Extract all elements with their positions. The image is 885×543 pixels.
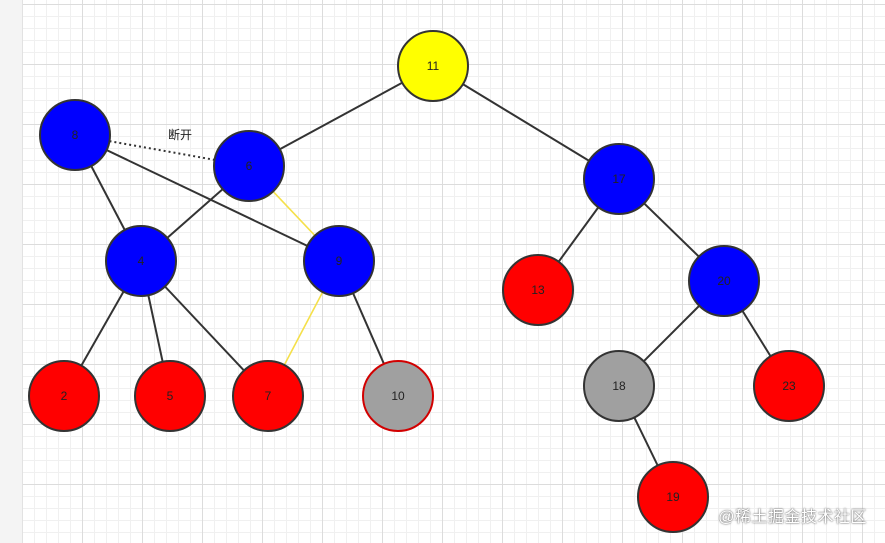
tree-node-6: 6 (213, 130, 285, 202)
edge-n8-n9 (74, 134, 340, 262)
node-circle-17 (583, 143, 655, 215)
node-circle-11 (397, 30, 469, 102)
edge-n11-n17 (432, 65, 620, 180)
node-label-17: 17 (612, 172, 626, 186)
tree-node-2: 2 (28, 360, 100, 432)
node-circle-9 (303, 225, 375, 297)
node-label-5: 5 (167, 389, 174, 403)
node-circle-13 (502, 254, 574, 326)
node-circle-23 (753, 350, 825, 422)
tree-node-10: 10 (362, 360, 434, 432)
node-circle-10 (362, 360, 434, 432)
node-circle-8 (39, 99, 111, 171)
node-label-8: 8 (72, 128, 79, 142)
tree-node-8: 8 (39, 99, 111, 171)
tree-node-20: 20 (688, 245, 760, 317)
tree-node-4: 4 (105, 225, 177, 297)
node-circle-4 (105, 225, 177, 297)
node-label-11: 11 (427, 59, 440, 73)
node-circle-20 (688, 245, 760, 317)
node-label-2: 2 (61, 389, 68, 403)
tree-node-18: 18 (583, 350, 655, 422)
watermark: @稀土掘金技术社区 (718, 509, 867, 526)
tree-node-9: 9 (303, 225, 375, 297)
tree-node-7: 7 (232, 360, 304, 432)
tree-node-11: 11 (397, 30, 469, 102)
node-circle-2 (28, 360, 100, 432)
node-label-6: 6 (246, 159, 253, 173)
disconnect-annotation: 断开 (168, 127, 192, 142)
node-label-18: 18 (612, 379, 626, 393)
node-circle-7 (232, 360, 304, 432)
tree-node-5: 5 (134, 360, 206, 432)
node-label-7: 7 (265, 389, 272, 403)
node-label-23: 23 (782, 379, 796, 393)
left-panel-strip (0, 0, 23, 543)
node-label-19: 19 (666, 490, 680, 504)
node-circle-19 (637, 461, 709, 533)
node-label-9: 9 (336, 254, 343, 268)
node-label-20: 20 (717, 274, 731, 288)
node-label-4: 4 (138, 254, 145, 268)
tree-node-17: 17 (583, 143, 655, 215)
nodes-layer: 11 8 6 17 4 9 13 20 2 5 7 10 18 23 19 (28, 30, 825, 533)
node-circle-6 (213, 130, 285, 202)
tree-node-19: 19 (637, 461, 709, 533)
tree-node-23: 23 (753, 350, 825, 422)
node-label-13: 13 (531, 283, 545, 297)
tree-node-13: 13 (502, 254, 574, 326)
node-circle-5 (134, 360, 206, 432)
node-label-10: 10 (391, 389, 405, 403)
node-circle-18 (583, 350, 655, 422)
